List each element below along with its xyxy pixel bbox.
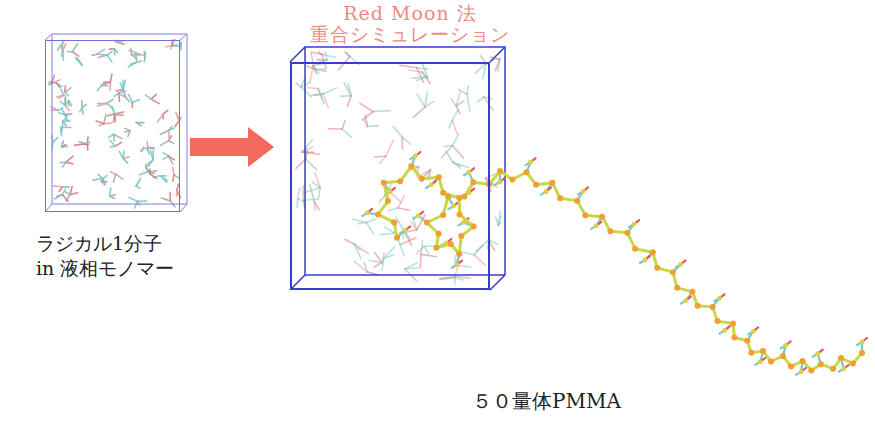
simulation-cell [290, 47, 505, 290]
box-label: ５０量体PMMA [472, 388, 672, 414]
diagram-title: Red Moon 法 重合シミュレーション [300, 3, 520, 45]
box-label: ラジカル1分子 in 液相モノマー [36, 231, 181, 280]
process-arrow [190, 127, 274, 167]
simulation-cell [45, 34, 187, 212]
pmma-chain [362, 152, 867, 375]
simulation-box: ラジカル1分子 in 液相モノマー [45, 40, 180, 212]
simulation-box: ５０量体PMMA [290, 62, 490, 290]
monomer-liquid [49, 40, 181, 208]
monomer-liquid [296, 52, 501, 284]
